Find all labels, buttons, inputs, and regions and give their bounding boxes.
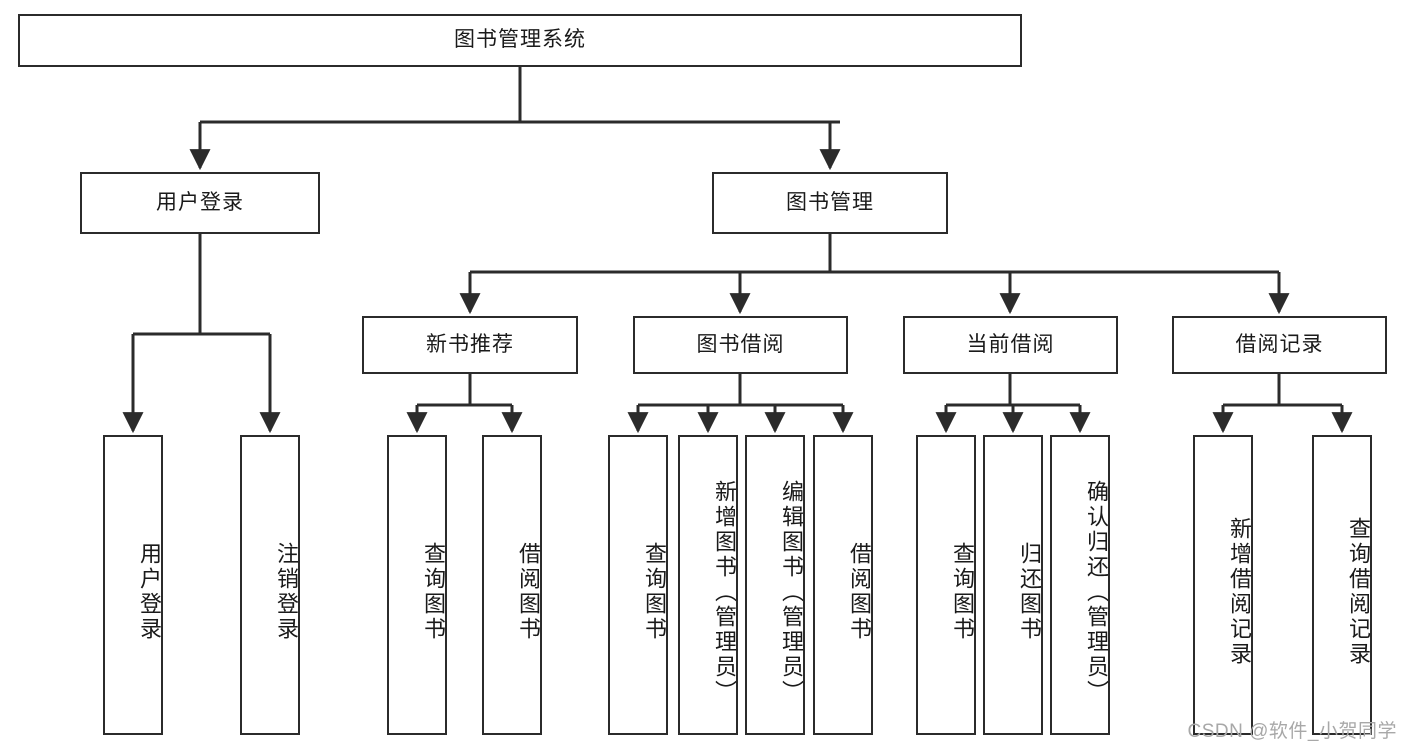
leaf-logout[interactable]: 注销登录: [240, 435, 300, 735]
node-new-book-recommend-label: 新书推荐: [426, 332, 514, 356]
leaf-logout-label: 注销登录: [274, 542, 299, 642]
leaf-query-book-borrow-label: 查询图书: [642, 542, 667, 642]
leaf-borrow-book[interactable]: 借阅图书: [813, 435, 873, 735]
node-user-login-label: 用户登录: [156, 190, 244, 214]
leaf-user-login[interactable]: 用户登录: [103, 435, 163, 735]
leaf-return-book[interactable]: 归还图书: [983, 435, 1043, 735]
leaf-confirm-return-admin-label: 确认归还（管理员）: [1084, 479, 1109, 705]
leaf-query-book-current-label: 查询图书: [950, 542, 975, 642]
node-book-management[interactable]: 图书管理: [712, 172, 948, 234]
node-book-borrow-label: 图书借阅: [696, 332, 785, 356]
leaf-query-borrow-record-label: 查询借阅记录: [1346, 517, 1371, 667]
leaf-borrow-book-newbook-label: 借阅图书: [516, 542, 541, 642]
leaf-borrow-book-newbook[interactable]: 借阅图书: [482, 435, 542, 735]
node-user-login[interactable]: 用户登录: [80, 172, 320, 234]
node-new-book-recommend[interactable]: 新书推荐: [362, 316, 578, 374]
leaf-edit-book-admin-label: 编辑图书（管理员）: [779, 479, 804, 705]
leaf-return-book-label: 归还图书: [1017, 542, 1042, 642]
node-root-label: 图书管理系统: [454, 28, 586, 52]
leaf-add-book-admin[interactable]: 新增图书（管理员）: [678, 435, 738, 735]
csdn-watermark: CSDN @软件_小贺同学: [1187, 721, 1397, 742]
leaf-query-book-current[interactable]: 查询图书: [916, 435, 976, 735]
leaf-query-borrow-record[interactable]: 查询借阅记录: [1312, 435, 1372, 735]
leaf-query-book-newbook-label: 查询图书: [421, 542, 446, 642]
node-current-borrow-label: 当前借阅: [966, 332, 1055, 356]
node-root[interactable]: 图书管理系统: [18, 14, 1022, 67]
node-book-management-label: 图书管理: [786, 190, 874, 214]
leaf-borrow-book-label: 借阅图书: [847, 542, 872, 642]
leaf-add-borrow-record-label: 新增借阅记录: [1227, 517, 1252, 667]
leaf-edit-book-admin[interactable]: 编辑图书（管理员）: [745, 435, 805, 735]
node-borrow-record-label: 借阅记录: [1235, 332, 1324, 356]
leaf-add-borrow-record[interactable]: 新增借阅记录: [1193, 435, 1253, 735]
leaf-add-book-admin-label: 新增图书（管理员）: [712, 479, 737, 705]
leaf-user-login-label: 用户登录: [137, 542, 162, 642]
leaf-query-book-borrow[interactable]: 查询图书: [608, 435, 668, 735]
leaf-confirm-return-admin[interactable]: 确认归还（管理员）: [1050, 435, 1110, 735]
node-current-borrow[interactable]: 当前借阅: [903, 316, 1118, 374]
leaf-query-book-newbook[interactable]: 查询图书: [387, 435, 447, 735]
node-book-borrow[interactable]: 图书借阅: [633, 316, 848, 374]
node-borrow-record[interactable]: 借阅记录: [1172, 316, 1387, 374]
